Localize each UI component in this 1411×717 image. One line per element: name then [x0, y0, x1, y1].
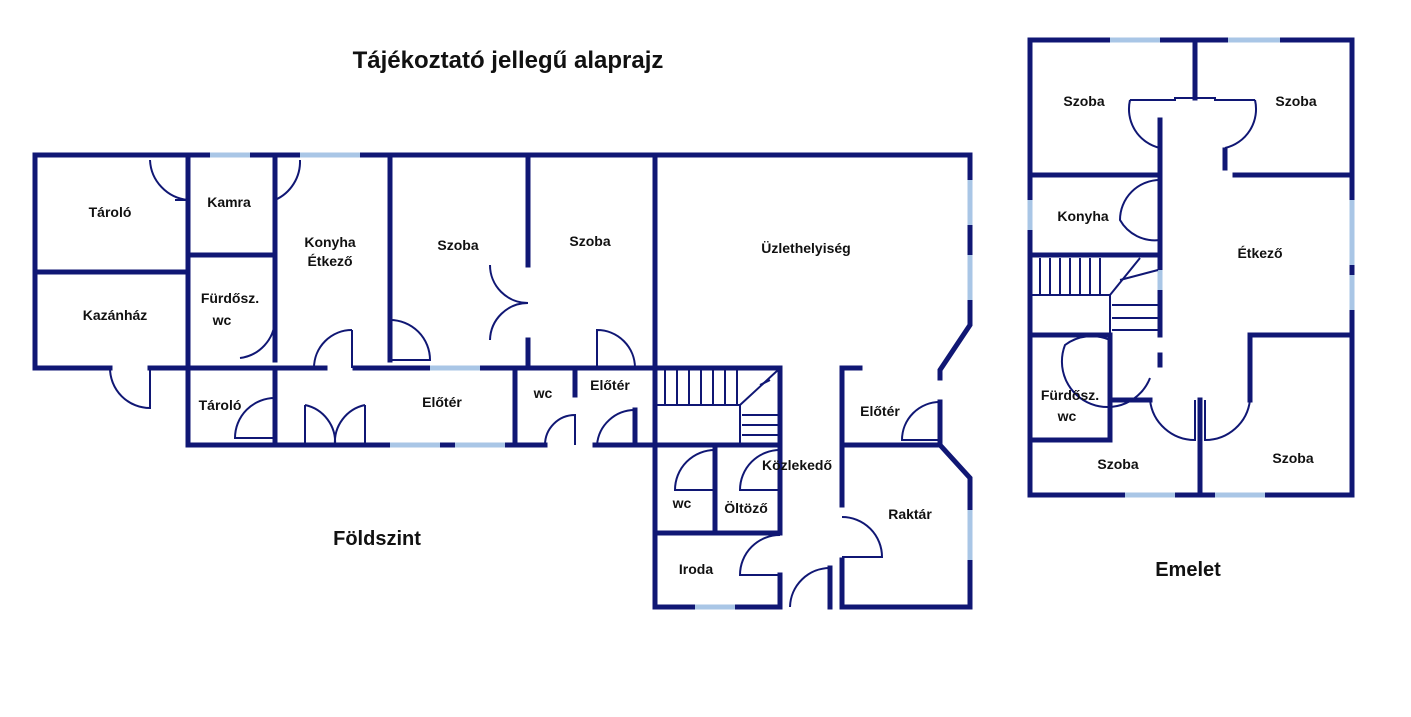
room-label: Szoba [1275, 93, 1316, 109]
room-label: Iroda [679, 561, 713, 577]
room-label: wc [672, 495, 692, 511]
room-label: Előtér [422, 394, 462, 410]
room-label: wc [533, 385, 553, 401]
room-label: Szoba [1272, 450, 1313, 466]
room-label: Szoba [1063, 93, 1104, 109]
room-label: Raktár [888, 506, 932, 522]
room-label: Konyha [304, 234, 356, 250]
room-label: wc [1057, 408, 1077, 424]
plan-title: Tájékoztató jellegű alaprajz [353, 47, 664, 74]
room-label: Előtér [590, 377, 630, 393]
upper-floor-walls [1027, 37, 1355, 498]
room-label: Szoba [569, 233, 610, 249]
room-label: Konyha [1057, 208, 1109, 224]
upper-floor-doors [1060, 97, 1258, 442]
room-label: Kamra [207, 194, 251, 210]
room-label: Kazánház [83, 307, 148, 323]
room-label: Szoba [1097, 456, 1138, 472]
ground-floor-label: Földszint [333, 528, 421, 550]
ground-floor-stairs [655, 369, 779, 443]
room-label: Étkező [1237, 245, 1282, 261]
room-label: Fürdősz. [1041, 387, 1099, 403]
room-label: Tároló [89, 204, 132, 220]
ground-floor-windows [210, 152, 973, 610]
room-label: wc [212, 312, 232, 328]
room-label: Közlekedő [762, 457, 832, 473]
room-label: Szoba [437, 237, 478, 253]
ground-floor-doors [109, 159, 941, 608]
upper-floor-windows [1027, 37, 1355, 498]
upper-floor-stairs [1029, 257, 1159, 335]
room-label: Előtér [860, 403, 900, 419]
room-label: Tároló [199, 397, 242, 413]
room-label: Öltöző [724, 500, 768, 516]
upper-floor-label: Emelet [1155, 559, 1221, 581]
room-label: Fürdősz. [201, 290, 259, 306]
room-label: Üzlethelyiség [761, 240, 850, 256]
ground-floor-room-labels: Tároló Kamra Konyha Étkező Szoba Szoba Ü… [83, 194, 933, 577]
ground-floor-walls [32, 152, 973, 610]
upper-floor-room-labels: Szoba Szoba Konyha Étkező Fürdősz. wc Sz… [1041, 93, 1317, 472]
room-label: Étkező [307, 253, 352, 269]
